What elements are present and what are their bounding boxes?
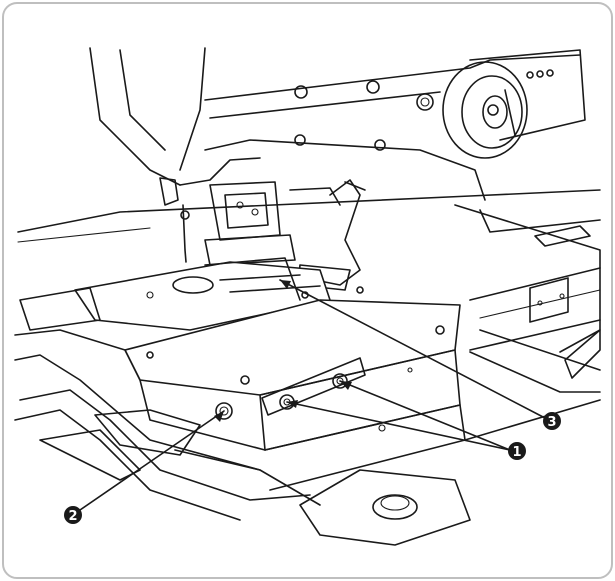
callout-1: 1	[508, 442, 526, 460]
callout-2-label: 2	[68, 509, 77, 524]
callout-1-label: 1	[512, 445, 521, 460]
machine-head	[89, 47, 586, 201]
callout-3-label: 3	[547, 415, 556, 430]
presser-mechanism	[159, 177, 366, 291]
leader-lines	[79, 279, 546, 511]
callout-3: 3	[543, 412, 561, 430]
machine-base	[14, 319, 601, 546]
callout-2: 2	[64, 506, 82, 524]
machine-bed	[17, 189, 601, 393]
